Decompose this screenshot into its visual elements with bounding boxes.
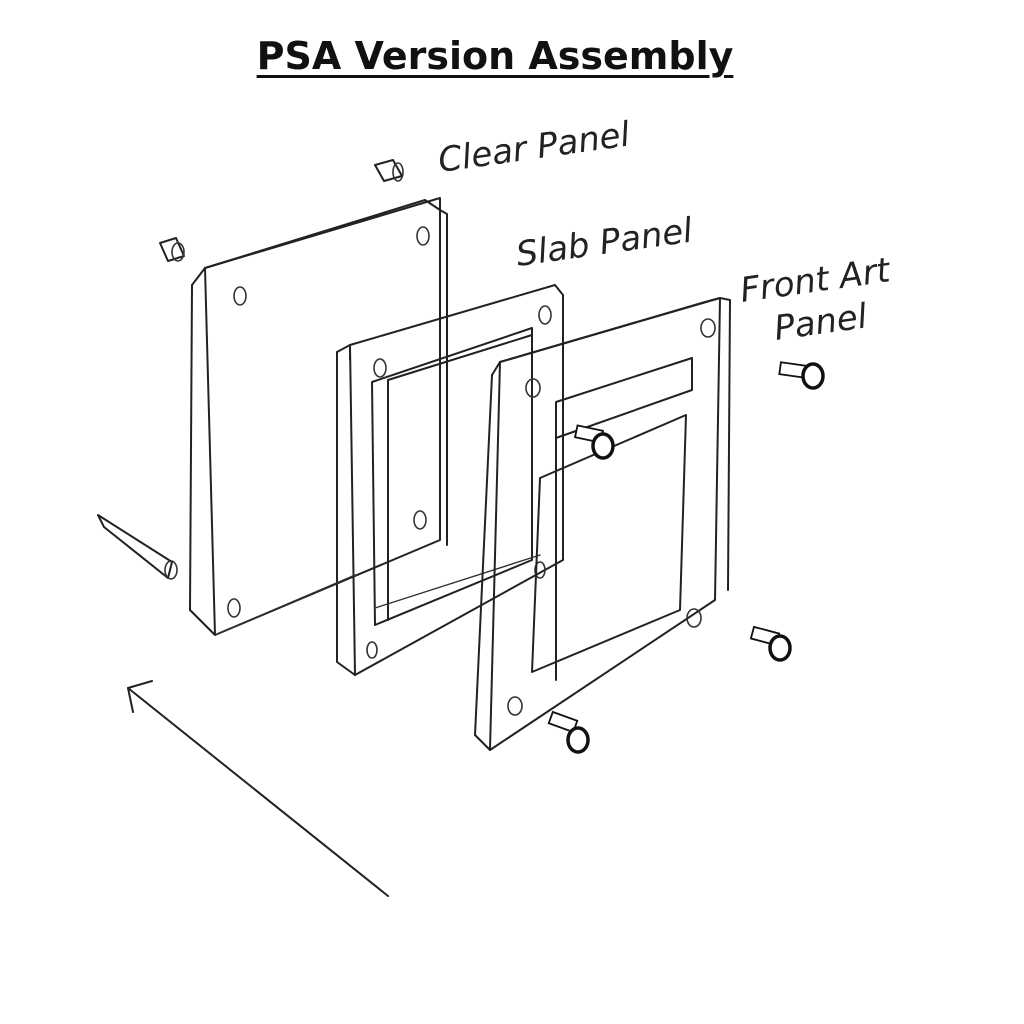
front-panel-hole [686, 608, 702, 628]
clear-panel-hole [413, 510, 427, 530]
label-clear-panel: Clear Panel [436, 114, 633, 181]
front-panel-hole [700, 318, 716, 338]
label-slab-panel: Slab Panel [514, 211, 696, 275]
alignment-line [374, 554, 541, 609]
pin-top-right [374, 159, 404, 182]
slab-panel [336, 284, 564, 676]
label-front-art-panel-line1: Front Art [738, 250, 894, 311]
clear-panel-hole [416, 226, 430, 246]
front-panel-hole [525, 378, 541, 398]
screw-bottom [547, 710, 590, 754]
screw-center [573, 424, 615, 460]
screw-bottom-right [749, 625, 792, 662]
front-art-panel [474, 297, 731, 751]
rod-pin [97, 514, 178, 580]
clear-panel [189, 197, 448, 636]
slab-panel-hole [373, 358, 387, 378]
clear-panel-hole [233, 286, 247, 306]
slab-panel-hole [366, 641, 378, 659]
clear-panel-hole [227, 598, 241, 618]
front-panel-hole [507, 696, 523, 716]
assembly-direction-arrow [127, 680, 389, 897]
pin-top-left [159, 237, 185, 262]
diagram-title: PSA Version Assembly [256, 34, 734, 78]
slab-panel-hole [534, 561, 546, 579]
alignment-line [214, 574, 356, 636]
slab-panel-hole [538, 305, 552, 325]
screw-top-right [778, 361, 825, 390]
